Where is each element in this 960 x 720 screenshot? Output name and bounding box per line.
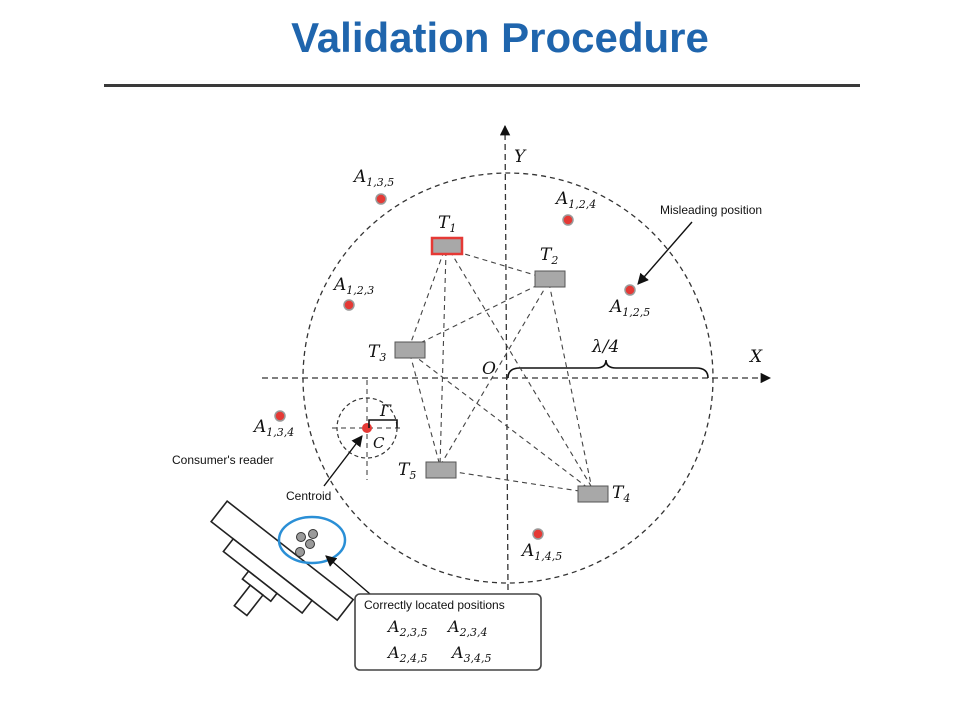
tag-t2-label: T2 xyxy=(540,245,558,267)
tag-t3-box xyxy=(394,341,426,359)
tag-t4-box xyxy=(577,485,609,503)
lambda-label: λ/4 xyxy=(591,337,619,357)
lambda-brace xyxy=(507,359,709,379)
x-axis-label: X xyxy=(748,347,763,367)
tag-t1-label: T1 xyxy=(438,213,456,235)
tag-t3-label: T3 xyxy=(368,342,386,364)
gamma-bracket xyxy=(368,419,398,428)
page-title: Validation Procedure xyxy=(291,14,709,61)
centroid-point xyxy=(362,423,372,433)
correct-a245: A2,4,5 xyxy=(386,643,428,665)
title-divider xyxy=(104,84,860,87)
correct-a234: A2,3,4 xyxy=(446,617,488,639)
correct-positions-arrow xyxy=(325,555,371,595)
origin-label: O xyxy=(482,359,496,379)
anchor-points xyxy=(274,193,636,540)
correct-position-dots xyxy=(295,529,318,557)
anchor-a123-label: A1,2,3 xyxy=(332,275,374,297)
tag-t2-box xyxy=(534,270,566,288)
centroid-label: Centroid xyxy=(286,489,331,503)
y-axis xyxy=(499,124,511,591)
reader-device xyxy=(210,500,355,622)
correct-positions-ellipse xyxy=(277,515,347,565)
centroid-c-label: C xyxy=(373,434,385,452)
anchor-a145-label: A1,4,5 xyxy=(520,541,562,563)
anchor-a134-label: A1,3,4 xyxy=(252,417,294,439)
y-axis-label: Y xyxy=(514,147,527,167)
correct-a235: A2,3,5 xyxy=(386,617,428,639)
tag-t4-label: T4 xyxy=(612,483,630,505)
gamma-label: Γ xyxy=(379,401,392,420)
correct-positions-box xyxy=(354,593,542,671)
tag-t1-box xyxy=(430,236,464,256)
anchor-a125-label: A1,2,5 xyxy=(608,297,650,319)
correct-a345: A3,4,5 xyxy=(450,643,492,665)
correct-positions-title: Correctly located positions xyxy=(364,598,505,612)
tag-t5-label: T5 xyxy=(398,460,416,482)
misleading-position-label: Misleading position xyxy=(660,203,762,217)
anchor-a124-label: A1,2,4 xyxy=(554,189,596,211)
misleading-arrow xyxy=(637,221,693,285)
centroid-arrow xyxy=(323,435,363,487)
consumer-reader-label: Consumer's reader xyxy=(172,453,274,467)
anchor-a135-label: A1,3,5 xyxy=(352,167,394,189)
tag-connections xyxy=(409,248,595,494)
tag-t5-box xyxy=(425,461,457,479)
